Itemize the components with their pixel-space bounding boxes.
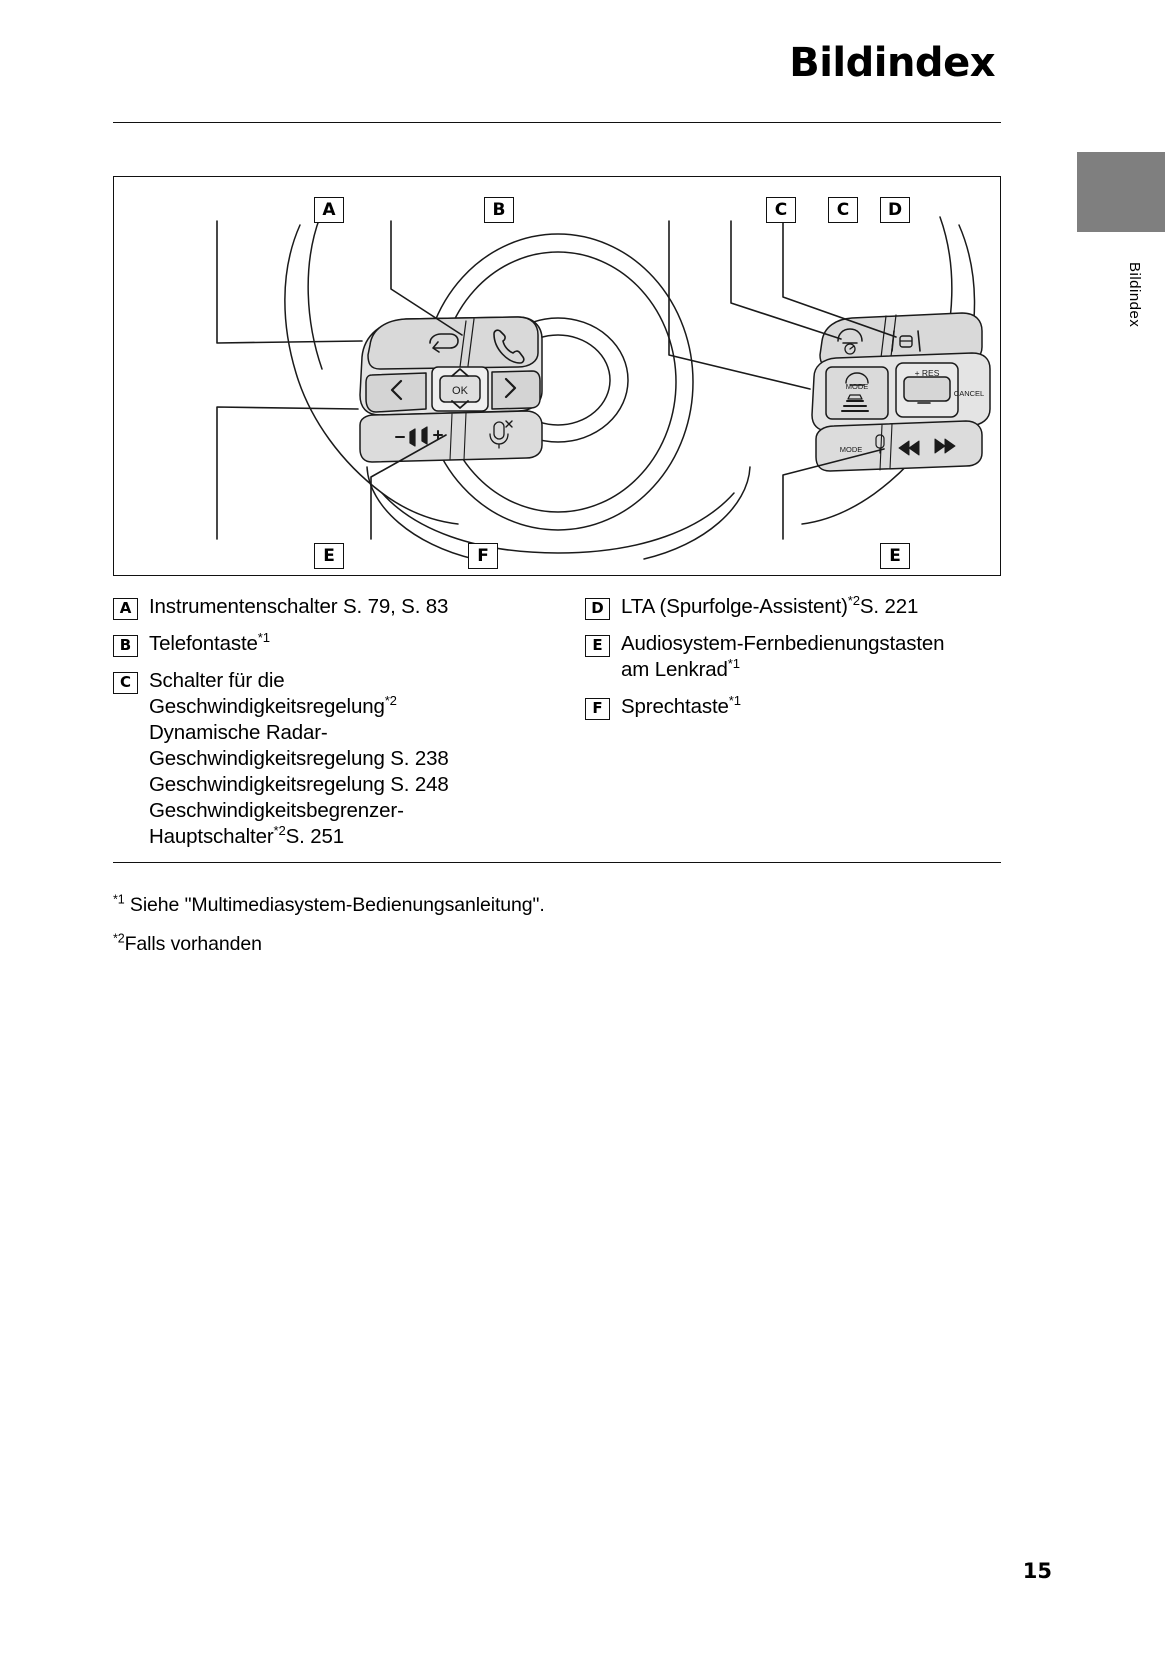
cruise-control-icon — [837, 328, 863, 355]
mode-button-label: MODE — [846, 382, 869, 391]
legend-text: Instrumentenschalter S. 79, S. 83 — [149, 594, 448, 620]
mode-media-label: MODE — [840, 445, 863, 454]
footnote-marker: *2 — [384, 693, 397, 709]
steering-wheel-illustration: OK MODE + RES CANCEL MODE — [216, 216, 991, 560]
footnote-marker: *2 — [847, 593, 860, 609]
callout-b: B — [484, 197, 514, 223]
legend-key-f: F — [585, 698, 610, 720]
previous-track-icon — [898, 440, 920, 456]
callout-f: F — [468, 543, 498, 569]
footnote: *2Falls vorhanden — [113, 931, 262, 955]
talk-icon — [875, 434, 885, 454]
legend-line: am Lenkrad*1 — [621, 656, 740, 681]
legend-text: LTA (Spurfolge-Assistent)*2S. 221 — [621, 594, 918, 620]
callout-c-2: C — [828, 197, 858, 223]
legend-text: Sprechtaste*1 — [621, 694, 741, 720]
legend-item: F Sprechtaste*1 — [585, 694, 1001, 720]
footnotes: *1 Siehe "Multimediasystem-Bedienungsanl… — [113, 893, 1001, 971]
section-tab-label: Bildindex — [1126, 262, 1143, 328]
legend-line: Sprechtaste*1 — [621, 693, 741, 718]
cancel-button-label: CANCEL — [954, 389, 984, 398]
callout-e-right: E — [880, 543, 910, 569]
footnote: *1 Siehe "Multimediasystem-Bedienungsanl… — [113, 892, 545, 916]
legend-key-d: D — [585, 598, 610, 620]
legend-item: A Instrumentenschalter S. 79, S. 83 — [113, 594, 573, 620]
section-tab-marker — [1077, 152, 1165, 232]
callout-c-1: C — [766, 197, 796, 223]
legend-key-e: E — [585, 635, 610, 657]
footnote-marker: *1 — [113, 892, 125, 907]
back-arrow-icon — [429, 333, 459, 353]
footnote-divider — [113, 862, 1001, 863]
footnote-marker: *2 — [273, 823, 286, 839]
distance-control-icon — [841, 394, 869, 412]
page-number: 15 — [1022, 1559, 1052, 1583]
chevron-right-icon — [504, 377, 517, 399]
callout-e-left: E — [314, 543, 344, 569]
footnote-marker: *1 — [727, 656, 740, 672]
legend-item: B Telefontaste*1 — [113, 631, 573, 657]
legend-line: Geschwindigkeitsregelung S. 248 — [149, 773, 449, 796]
lane-tracing-assist-icon — [891, 330, 921, 352]
legend-key-b: B — [113, 635, 138, 657]
cruise-mode-icon — [845, 372, 869, 386]
callout-d: D — [880, 197, 910, 223]
legend-line: Geschwindigkeitsregelung*2 — [149, 693, 397, 718]
chevron-left-icon — [390, 379, 403, 401]
legend-item: D LTA (Spurfolge-Assistent)*2S. 221 — [585, 594, 1001, 620]
legend-line: Geschwindigkeitsbegrenzer- — [149, 799, 404, 822]
legend-line: Telefontaste*1 — [149, 630, 270, 655]
chevron-down-icon — [451, 400, 469, 409]
legend-line: Audiosystem-Fernbedienungstasten — [621, 632, 945, 655]
mic-mute-icon — [489, 420, 513, 449]
footnote-marker: *1 — [257, 630, 270, 646]
legend-line: Instrumentenschalter S. 79, S. 83 — [149, 595, 449, 618]
legend-column-left: A Instrumentenschalter S. 79, S. 83 B Telef… — [113, 594, 573, 861]
next-track-icon — [934, 438, 956, 454]
steering-wheel-figure: OK MODE + RES CANCEL MODE A B C C D E F … — [113, 176, 1001, 576]
phone-icon — [493, 329, 525, 364]
footnote-marker: *2 — [113, 931, 125, 946]
legend-line: Hauptschalter*2S. 251 — [149, 823, 345, 848]
volume-down-icon — [395, 428, 416, 447]
ok-button-label: OK — [452, 385, 469, 397]
volume-up-icon — [421, 426, 443, 445]
legend-line: Geschwindigkeitsregelung S. 238 — [149, 747, 449, 770]
legend-key-c: C — [113, 672, 138, 694]
legend-text: Telefontaste*1 — [149, 631, 270, 657]
legend-line: Schalter für die — [149, 669, 285, 692]
legend-key-a: A — [113, 598, 138, 620]
title-divider — [113, 122, 1001, 123]
page-title: Bildindex — [789, 40, 995, 86]
chevron-up-icon — [451, 368, 469, 377]
footnote-marker: *1 — [728, 693, 741, 709]
legend-line: Dynamische Radar- — [149, 721, 328, 744]
legend-line: LTA (Spurfolge-Assistent)*2S. 221 — [621, 593, 919, 618]
res-button-label: + RES — [915, 368, 940, 378]
callout-a: A — [314, 197, 344, 223]
